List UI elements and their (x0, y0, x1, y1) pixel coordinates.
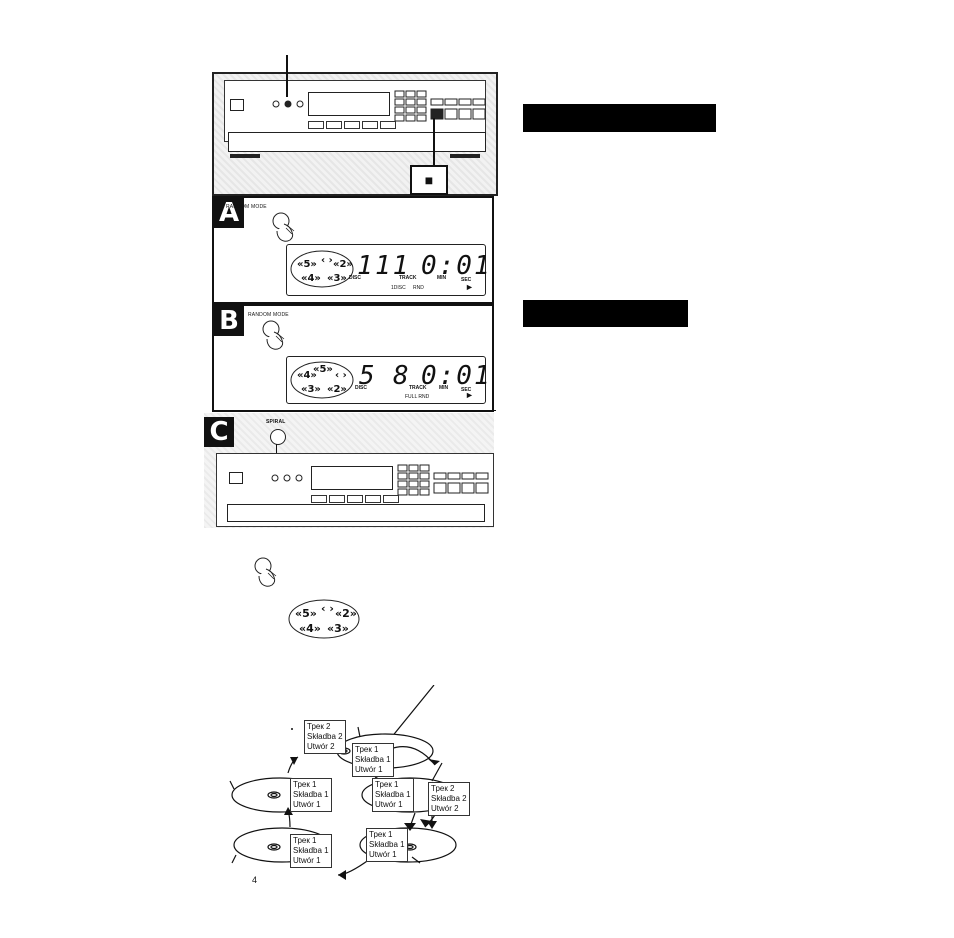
player-foot-right (450, 154, 480, 158)
panel-b: B RANDOM MODE «4»«5»‹ › «3» «2» 5 8 0:01 D… (212, 304, 494, 412)
svg-text:«2»: «2» (335, 607, 357, 620)
svg-text:«3»: «3» (327, 622, 349, 635)
stop-icon: ■ (424, 172, 434, 188)
transport-controls (433, 472, 489, 501)
track-label-box: Трек 2 Składba 2 Utwór 2 (428, 782, 470, 816)
svg-text:«3»: «3» (327, 273, 347, 284)
svg-text:«5»: «5» (295, 607, 317, 620)
disc-tray (228, 132, 486, 152)
stop-button-callout: ■ (410, 165, 448, 195)
time-readout: 0:01 (421, 361, 492, 391)
track-label-box: Трек 1 Składba 1 Utwór 1 (290, 778, 332, 812)
panel-c-rule (212, 410, 496, 411)
disc-label: DISC (355, 385, 367, 391)
play-icon: ► (465, 282, 474, 292)
svg-text:«2»: «2» (327, 384, 347, 395)
svg-text:«5»: «5» (297, 259, 317, 270)
front-buttons (270, 96, 310, 108)
cd-player-c (216, 453, 494, 527)
lcd-display-a: «5» ‹ ›«2» «4» «3» 1 11 0:01 DISC TRACK MIN… (286, 244, 490, 296)
random-mode-label: RANDOM MODE (248, 312, 289, 318)
hand-press-icon (252, 555, 292, 596)
sec-label: SEC (461, 277, 472, 283)
hand-press-icon (270, 210, 310, 249)
track-label-box: Трек 1 Składba 1 Utwór 1 (290, 834, 332, 868)
svg-text:«2»: «2» (333, 259, 353, 270)
track-label: TRACK (409, 385, 427, 391)
random-mode-label: RANDOM MODE (226, 204, 267, 210)
disc-select-buttons (311, 490, 401, 508)
min-label: MIN (437, 275, 447, 281)
time-readout: 0:01 (421, 251, 492, 281)
disc-carousel-icon: «5» ‹ ›«2» «4» «3» (289, 249, 355, 294)
power-button (230, 99, 244, 111)
track-label-box: Трек 2 Składba 2 Utwór 2 (304, 720, 346, 754)
callout-line (433, 118, 435, 168)
panel-c-letter: C (204, 417, 234, 447)
play-icon: ► (465, 390, 474, 400)
disc-label: DISC (349, 275, 361, 281)
sec-label: SEC (461, 387, 472, 393)
number-keypad (397, 464, 431, 501)
panel-a: A RANDOM MODE «5» ‹ ›«2» «4» «3» 1 11 0:01 … (212, 196, 494, 304)
disc-carousel-icon: «4»«5»‹ › «3» «2» (289, 360, 355, 405)
mode-label-full-rnd: FULL RND (405, 394, 430, 400)
track-label-box: Трек 1 Składba 1 Utwór 1 (352, 743, 394, 777)
track-label-box: Трек 1 Składba 1 Utwór 1 (366, 828, 408, 862)
svg-text:‹ ›: ‹ › (335, 370, 347, 381)
spiral-label: SPIRAL (266, 419, 286, 425)
display-window (308, 92, 390, 116)
disc-number: 1 (357, 251, 375, 281)
svg-text:«4»: «4» (297, 370, 317, 381)
front-buttons (269, 470, 309, 488)
svg-text:«5»: «5» (313, 364, 333, 375)
track-label-box: Трек 1 Składba 1 Utwór 1 (372, 778, 414, 812)
disc-carousel-icon: «5» ‹ ›«2» «4» «3» (287, 598, 361, 645)
hand-press-icon (260, 318, 300, 357)
cd-player-top (212, 72, 498, 196)
heading-bar-1 (523, 104, 716, 132)
svg-text:‹ ›: ‹ › (321, 602, 334, 615)
svg-text:«4»: «4» (299, 622, 321, 635)
pointer-line (286, 55, 288, 97)
svg-text:«3»: «3» (301, 384, 321, 395)
transport-controls (430, 98, 486, 122)
page-number: 4 (252, 875, 258, 885)
lcd-display-b: «4»«5»‹ ›«3»«2» 5 8 0:01 DISC TRACK MIN … (286, 356, 490, 405)
panel-b-letter: B (214, 306, 244, 336)
svg-text:‹ ›: ‹ › (321, 255, 333, 266)
track-number: 8 (393, 361, 411, 391)
player-foot-left (230, 154, 260, 158)
mode-label-rnd: RND (413, 285, 424, 291)
panel-c: C SPIRAL (204, 413, 494, 528)
disc-tray (227, 504, 485, 522)
disc-select-buttons (308, 116, 398, 134)
spiral-button (270, 429, 286, 445)
disc-number: 5 (359, 361, 377, 391)
mode-label-1disc: 1DISC (391, 285, 406, 291)
display-window (311, 466, 393, 490)
number-keypad (394, 90, 428, 122)
track-number: 11 (375, 251, 411, 281)
track-label: TRACK (399, 275, 417, 281)
svg-text:«4»: «4» (301, 273, 321, 284)
heading-bar-2 (523, 300, 688, 327)
min-label: MIN (439, 385, 449, 391)
panel-a-letter: A (214, 198, 244, 228)
power-button (229, 472, 243, 484)
